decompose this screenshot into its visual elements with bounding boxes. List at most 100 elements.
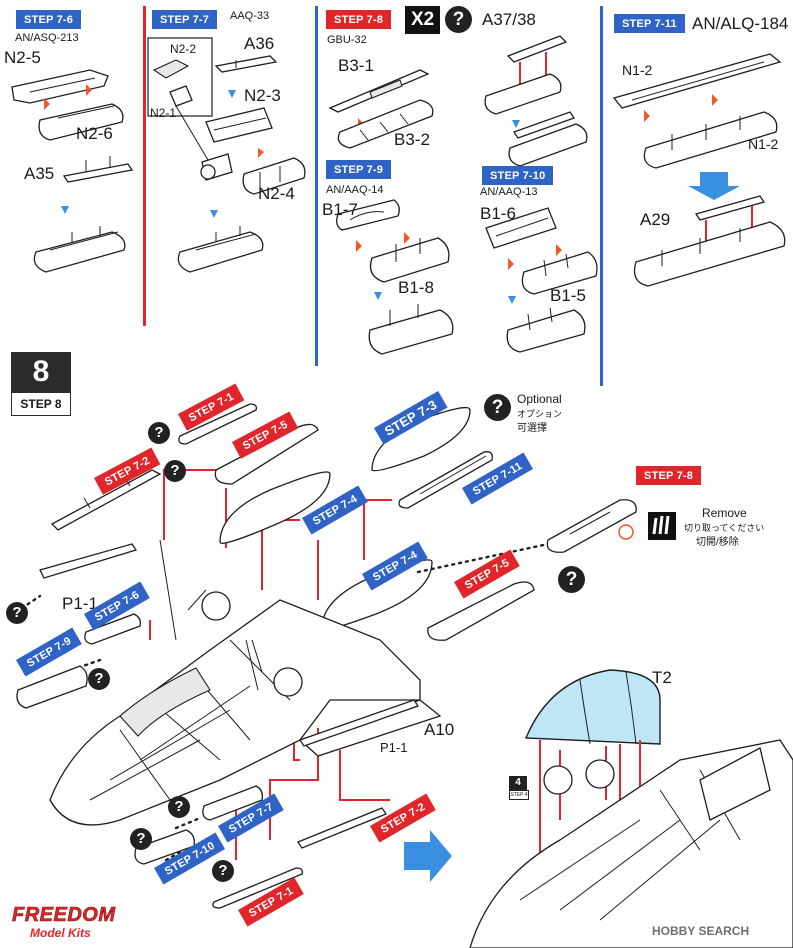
pod-7-9-on-aircraft bbox=[16, 665, 88, 709]
multiplier-badge: X2 bbox=[405, 6, 441, 34]
pod-assembled-7-7 bbox=[177, 226, 264, 273]
optional-question-icon: ? bbox=[130, 828, 152, 850]
pod-assembled-7-8 bbox=[508, 111, 588, 167]
pod-7-8-detached bbox=[546, 499, 637, 553]
tank-7-4-bottom bbox=[321, 559, 433, 631]
part-label-p1-1-bottom: P1-1 bbox=[380, 740, 408, 755]
orange-arrow-icon bbox=[258, 148, 264, 158]
optional-question-icon: ? bbox=[6, 602, 28, 624]
part-label-b1-5: B1-5 bbox=[550, 286, 586, 305]
part-label-n2-2: N2-2 bbox=[170, 42, 197, 56]
part-label-p1-1-left: P1-1 bbox=[62, 594, 98, 613]
dotted-guide bbox=[70, 658, 102, 672]
pod-n2-5 bbox=[11, 69, 109, 104]
missile-7-1-bottom bbox=[212, 867, 304, 909]
remove-japanese: 切り取ってください bbox=[684, 523, 765, 533]
pod-n1-2 bbox=[643, 111, 778, 169]
inset-step-number: 4 bbox=[509, 776, 527, 790]
optional-question-icon: ? bbox=[445, 6, 472, 33]
pylon-a35 bbox=[62, 156, 134, 183]
missile-a10 bbox=[298, 699, 420, 747]
step-7-7-badge: STEP 7-7 bbox=[152, 10, 218, 29]
blue-arrow-icon bbox=[508, 296, 516, 304]
blue-arrow-icon bbox=[210, 210, 218, 218]
remove-icon bbox=[648, 512, 676, 540]
pod-b1-8 bbox=[369, 237, 450, 283]
optional-question-icon: ? bbox=[168, 796, 190, 818]
orange-arrow-icon bbox=[404, 232, 410, 244]
optional-chinese: 可選擇 bbox=[517, 423, 547, 434]
pod-a37-38 bbox=[484, 35, 568, 115]
part-n2-2 bbox=[152, 59, 190, 79]
optional-question-icon: ? bbox=[558, 566, 585, 593]
optional-question-icon: ? bbox=[164, 460, 186, 482]
optional-title: Optional bbox=[517, 392, 562, 406]
pod-assembled-7-6 bbox=[33, 226, 126, 273]
part-seeker bbox=[200, 153, 233, 181]
aircraft-fuselage bbox=[49, 539, 442, 826]
step-7-10-subtitle: AN/AAQ-13 bbox=[480, 186, 538, 198]
dotted-guide bbox=[416, 542, 550, 574]
landing-gear bbox=[201, 591, 303, 697]
blue-arrow-icon bbox=[228, 90, 236, 98]
orange-arrow-icon bbox=[86, 84, 92, 96]
pod-7-11-on-aircraft bbox=[398, 451, 493, 509]
step-7-11-subtitle: AN/ALQ-184 bbox=[692, 14, 789, 33]
orange-arrow-icon bbox=[44, 98, 50, 110]
part-label-a35: A35 bbox=[24, 164, 55, 183]
optional-question-icon: ? bbox=[148, 422, 170, 444]
tank-7-4-top bbox=[219, 471, 331, 544]
part-n2-3 bbox=[205, 107, 273, 143]
bomb-7-5-bottom bbox=[427, 581, 535, 641]
pod-assembled-7-9 bbox=[368, 304, 454, 355]
pod-assembled-7-11 bbox=[633, 221, 786, 287]
step-7-6-badge: STEP 7-6 bbox=[16, 10, 82, 29]
part-label-b1-8: B1-8 bbox=[398, 278, 434, 297]
part-label-t2: T2 bbox=[652, 668, 672, 687]
blue-arrow-icon bbox=[512, 120, 520, 128]
part-label-b3-2: B3-2 bbox=[394, 130, 430, 149]
big-blue-arrow-icon bbox=[688, 172, 740, 200]
orange-arrow-icon bbox=[644, 110, 650, 122]
part-label-b1-6: B1-6 bbox=[480, 204, 516, 223]
orange-arrow-icon bbox=[556, 244, 562, 256]
orange-arrow-icon bbox=[508, 258, 514, 270]
brand-logo-line2: Model Kits bbox=[30, 926, 91, 940]
optional-question-icon: ? bbox=[88, 668, 110, 690]
part-label-a10: A10 bbox=[424, 720, 455, 739]
step-7-8-subtitle: GBU-32 bbox=[327, 34, 367, 46]
pod-b1-7 bbox=[336, 199, 400, 231]
part-label-n2-1: N2-1 bbox=[150, 106, 177, 120]
orange-arrow-icon bbox=[356, 240, 362, 252]
leader-line bbox=[175, 105, 209, 161]
step-7-8-badge: STEP 7-8 bbox=[326, 10, 392, 29]
step-7-9-subtitle: AN/AAQ-14 bbox=[326, 184, 384, 196]
part-label-n1-2-pod: N1-2 bbox=[748, 136, 779, 152]
remove-title: Remove bbox=[702, 506, 747, 520]
separator-7-6-7-7 bbox=[143, 6, 146, 326]
callout-step-7-8: STEP 7-8 bbox=[636, 466, 702, 485]
part-label-n2-3: N2-3 bbox=[244, 86, 281, 105]
watermark: HOBBY SEARCH bbox=[652, 924, 750, 938]
pod-n2-6 bbox=[38, 103, 124, 141]
bomb-b3-2 bbox=[337, 99, 434, 149]
part-label-n2-6: N2-6 bbox=[76, 124, 113, 143]
part-label-n2-5: N2-5 bbox=[4, 48, 41, 67]
optional-question-icon: ? bbox=[212, 860, 234, 882]
bomb-7-5-top bbox=[214, 423, 319, 485]
part-label-a29: A29 bbox=[640, 210, 671, 229]
part-label-n2-4: N2-4 bbox=[258, 184, 295, 203]
step-number: 8 bbox=[11, 352, 71, 392]
part-label-n1-2-rail: N1-2 bbox=[622, 62, 653, 78]
part-a36 bbox=[214, 55, 278, 73]
pod-b1-6 bbox=[485, 207, 557, 249]
step-label: STEP 8 bbox=[11, 392, 71, 416]
dotted-guide bbox=[174, 816, 202, 830]
blue-arrow-icon bbox=[374, 292, 382, 300]
step-7-11-badge: STEP 7-11 bbox=[614, 14, 685, 33]
step-7-10-badge: STEP 7-10 bbox=[482, 166, 554, 185]
part-n2-1 bbox=[169, 85, 193, 107]
pod-assembled-7-10 bbox=[506, 307, 586, 353]
rail-a29 bbox=[694, 195, 766, 244]
